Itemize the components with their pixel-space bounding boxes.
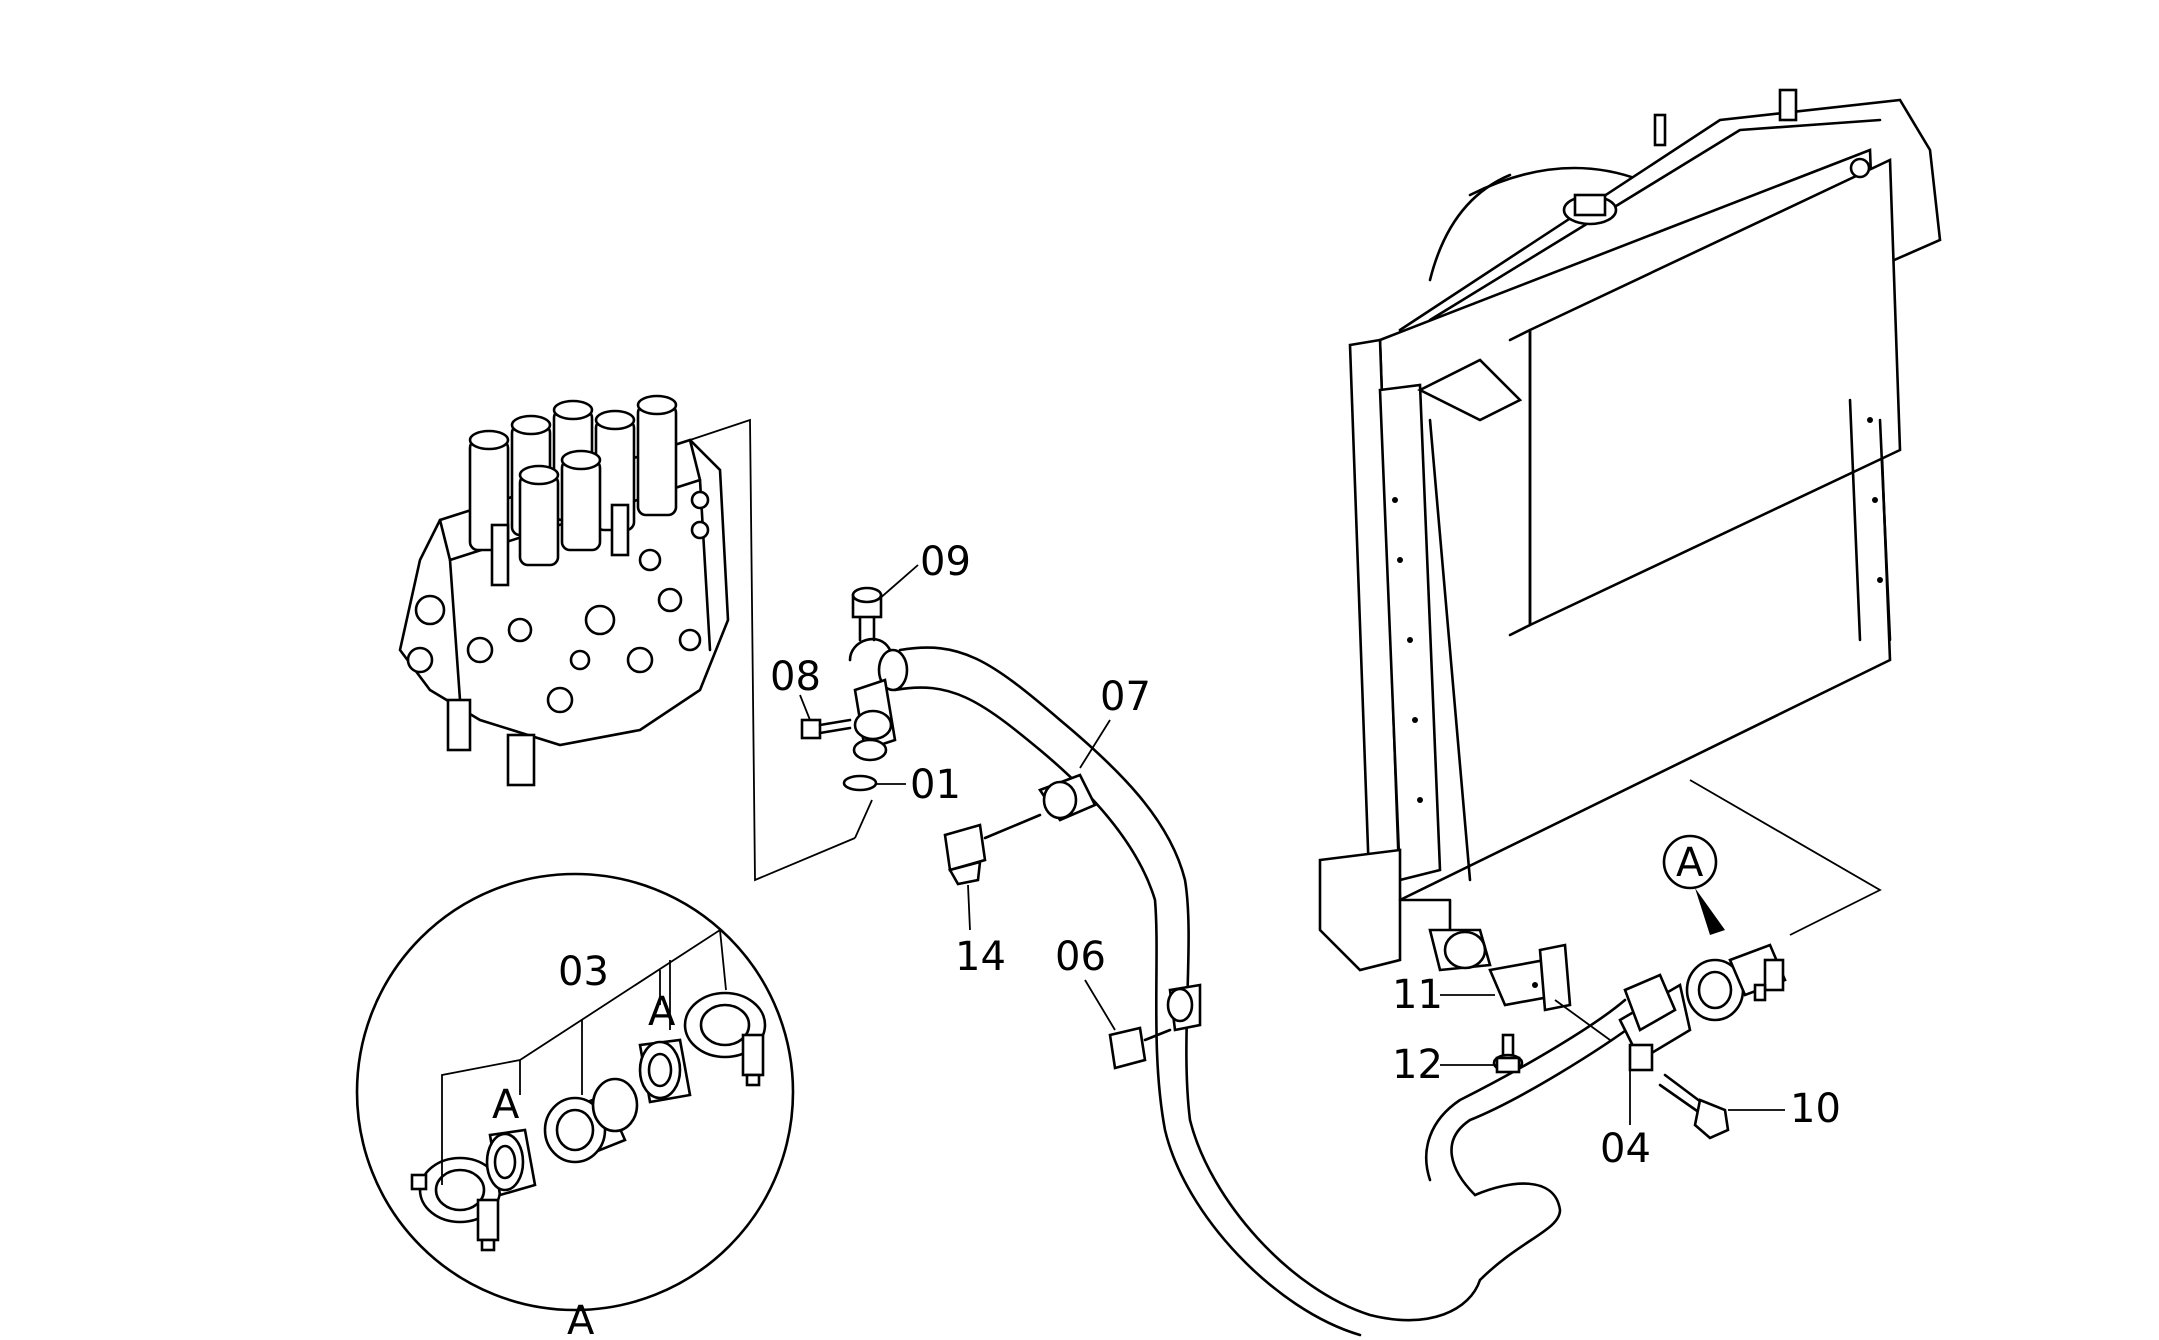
detail-inner-A-1: A: [492, 1082, 520, 1128]
callout-03: 03: [558, 949, 609, 995]
detail-marker-arrow: [1695, 888, 1725, 935]
pipe-04: [1618, 973, 1692, 1072]
plug-06: [1108, 1026, 1172, 1070]
control-valve-assembly: [398, 394, 730, 787]
leader-valve-to-port: [689, 418, 856, 882]
callout-06: 06: [1055, 934, 1106, 980]
bolt-08: [800, 718, 852, 740]
detail-label-A: A: [567, 1298, 595, 1340]
callout-07: 07: [1100, 674, 1151, 720]
bolt-09: [851, 586, 883, 642]
bracket-11: [1488, 943, 1572, 1012]
callout-11: 11: [1392, 972, 1443, 1018]
callout-14: 14: [955, 934, 1006, 980]
detail-marker-A: A: [1676, 840, 1704, 886]
o-ring-01: [842, 774, 878, 792]
callout-10: 10: [1790, 1086, 1841, 1132]
hose-07: [877, 646, 1642, 1337]
detail-view-A: [355, 872, 795, 1312]
callout-01: 01: [910, 762, 961, 808]
bolt-12: [1492, 1033, 1524, 1074]
detail-inner-A-2: A: [648, 989, 676, 1035]
callout-12: 12: [1392, 1042, 1443, 1088]
detail-marker-circle: [1662, 834, 1718, 890]
callout-09: 09: [920, 539, 971, 585]
hose-clamp-A: [1685, 943, 1787, 1022]
callout-04: 04: [1600, 1126, 1651, 1172]
callout-08: 08: [770, 654, 821, 700]
port-adapter: [848, 637, 897, 762]
leader-cooler-to-A: [1689, 779, 1882, 936]
radiator-oil-cooler-assembly: [1318, 88, 1942, 972]
bolt-10: [1658, 1073, 1730, 1140]
plug-14: [943, 813, 1042, 886]
